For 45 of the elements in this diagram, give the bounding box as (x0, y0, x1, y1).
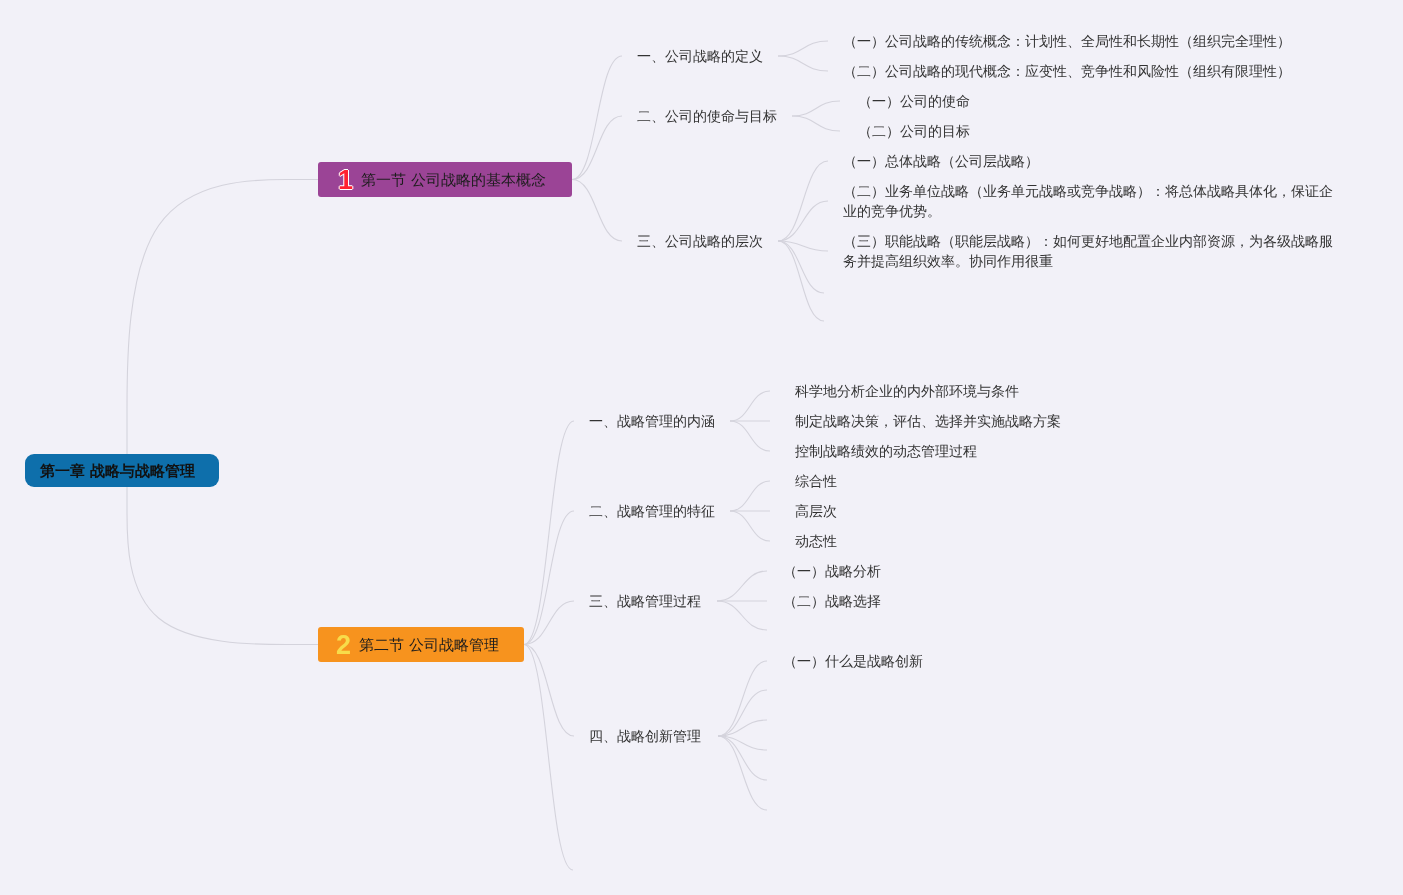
subtopic-label: （二）战略选择 (783, 592, 881, 611)
subtopic-label: （二）公司战略的现代概念：应变性、竞争性和风险性（组织有限理性） (843, 62, 1291, 81)
subtopic-label: 动态性 (795, 532, 837, 551)
branch-line (716, 600, 768, 631)
central-topic-box (25, 454, 219, 487)
main-topic-title: 第二节 公司战略管理 (359, 634, 499, 655)
priority-number: 2 (336, 630, 352, 659)
subtopic-label: （二）公司的目标 (858, 122, 970, 141)
connector-line (777, 55, 829, 72)
subtopic-label: （一）什么是战略创新 (783, 652, 923, 671)
subtopic-label: （一）战略分析 (783, 562, 881, 581)
connector-line (523, 420, 575, 646)
subtopic-label: （一）总体战略（公司层战略） (843, 152, 1039, 171)
priority-number: 1 (338, 165, 354, 194)
subtopic-label: 二、公司的使命与目标 (637, 107, 777, 126)
subtopic-label: 控制战略绩效的动态管理过程 (795, 442, 977, 461)
connector-line (791, 100, 841, 117)
subtopic-label: （二）业务单位战略（业务单元战略或竞争战略）：将总体战略具体化，保证企业的竞争优势。 (843, 182, 1334, 221)
subtopic-label: 制定战略决策，评估、选择并实施战略方案 (795, 412, 1061, 431)
connector-line (126, 178, 319, 455)
branch-line (523, 643, 574, 871)
central-topic-title: 第一章 战略与战略管理 (40, 460, 196, 481)
connector-line (729, 420, 771, 452)
connector-line (126, 486, 319, 646)
main-topic-title: 第一节 公司战略的基本概念 (361, 169, 546, 190)
subtopic-label: 四、战略创新管理 (589, 727, 701, 746)
subtopic-label: （三）职能战略（职能层战略）：如何更好地配置企业内部资源，为各级战略服务并提高组织效率。协同作用很重 (843, 232, 1334, 271)
connector-line (777, 40, 829, 57)
subtopic-label: 一、公司战略的定义 (637, 47, 763, 66)
connector-line (571, 115, 623, 181)
subtopic-label: 综合性 (795, 472, 837, 491)
subtopic-label: 高层次 (795, 502, 837, 521)
main-topic-box (318, 162, 572, 197)
subtopic-label: （一）公司战略的传统概念：计划性、全局性和长期性（组织完全理性） (843, 32, 1291, 51)
subtopic-label: 三、公司战略的层次 (637, 232, 763, 251)
subtopic-label: 科学地分析企业的内外部环境与条件 (795, 382, 1019, 401)
subtopic-label: 三、战略管理过程 (589, 592, 701, 611)
subtopic-label: （一）公司的使命 (858, 92, 970, 111)
subtopic-label: 二、战略管理的特征 (589, 502, 715, 521)
main-topic-box (318, 627, 524, 662)
connector-line (571, 178, 623, 242)
connector-line (729, 510, 771, 542)
connector-line (791, 115, 841, 132)
connector-line (523, 643, 575, 737)
subtopic-label: 一、战略管理的内涵 (589, 412, 715, 431)
